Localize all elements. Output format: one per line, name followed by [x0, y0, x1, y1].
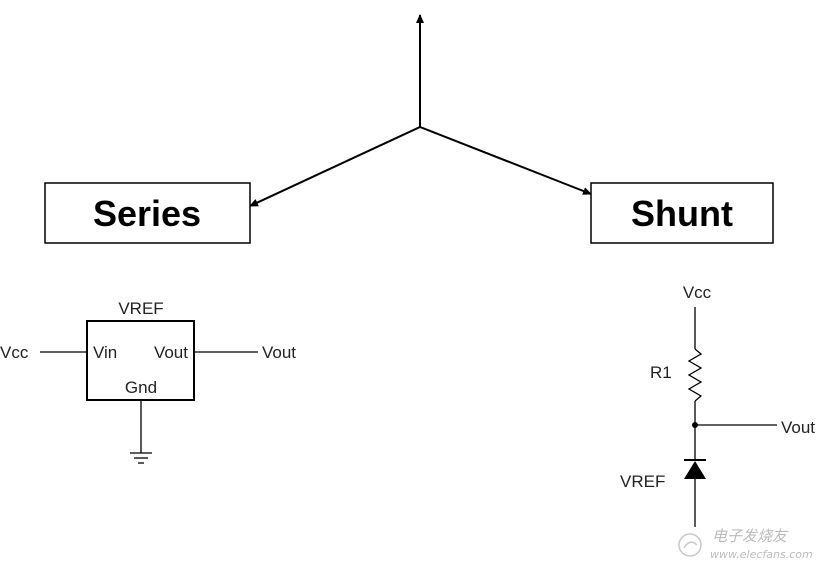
ground-symbol — [130, 452, 152, 464]
watermark: 电子发烧友 www.elecfans.com — [678, 527, 813, 561]
series-vref-label: VREF — [118, 299, 163, 318]
shunt-vout-label: Vout — [781, 418, 815, 437]
shunt-circuit: Vcc R1 Vout VREF — [620, 283, 815, 527]
series-label: Series — [93, 193, 201, 234]
shunt-box: Shunt — [590, 182, 774, 244]
vout-pin-label: Vout — [154, 343, 188, 362]
shunt-vref-label: VREF — [620, 472, 665, 491]
zener-diode — [684, 459, 706, 479]
series-circuit: VREF Vin Vout Gnd Vcc Vout — [0, 299, 296, 464]
watermark-text: 电子发烧友 — [712, 527, 789, 545]
series-arrow — [249, 126, 421, 207]
series-vout-label: Vout — [262, 343, 296, 362]
watermark-url: www.elecfans.com — [710, 548, 813, 561]
shunt-vcc-label: Vcc — [683, 283, 712, 302]
series-box: Series — [44, 182, 251, 244]
vin-pin-label: Vin — [93, 343, 117, 362]
shunt-label: Shunt — [631, 193, 733, 234]
resistor-r1 — [687, 348, 703, 402]
gnd-pin-label: Gnd — [125, 378, 157, 397]
r1-label: R1 — [650, 363, 672, 382]
watermark-logo-icon — [678, 533, 702, 557]
tree-connectors — [249, 14, 592, 207]
series-vcc-label: Vcc — [0, 343, 29, 362]
shunt-arrow — [419, 126, 592, 195]
